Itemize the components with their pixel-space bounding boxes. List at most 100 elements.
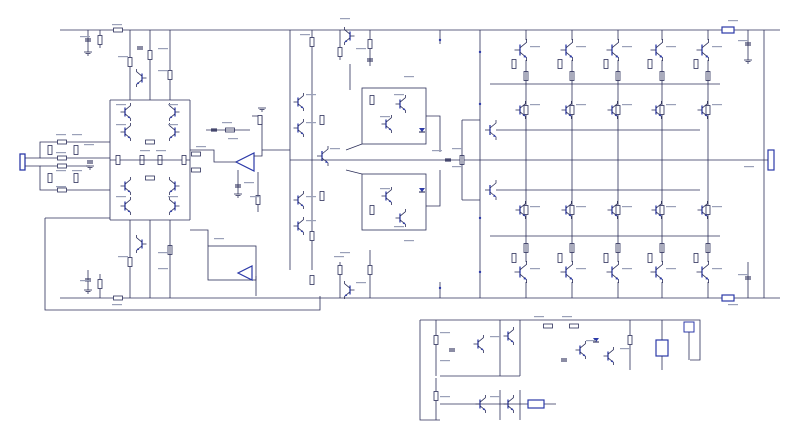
resistor (255, 195, 261, 205)
wire (701, 201, 708, 209)
resistor (367, 265, 373, 275)
resistor (319, 115, 325, 125)
emitter-arrow (704, 214, 708, 217)
wire (489, 180, 497, 189)
resistor (309, 275, 315, 285)
wire (607, 347, 614, 355)
wire (426, 115, 441, 152)
servo-opamp (190, 107, 266, 296)
ref-designator-mark (530, 46, 540, 48)
resistor (523, 205, 529, 215)
emitter-arrow (169, 116, 173, 119)
output-device-bottom (557, 160, 586, 298)
input-connector-icon (19, 153, 26, 171)
wire (701, 39, 709, 49)
wire (321, 146, 329, 155)
wire (252, 115, 263, 157)
ref-designator-mark (112, 24, 122, 26)
mid-feedback (346, 30, 480, 298)
ref-designator-mark (404, 240, 414, 242)
wire (169, 123, 176, 131)
emitter-arrow (169, 136, 173, 139)
ref-designator-mark (228, 138, 238, 140)
resistor (309, 231, 315, 241)
output-device-top (693, 30, 722, 160)
ref-designator-mark (728, 304, 738, 306)
ref-designator-mark (530, 206, 540, 208)
resistor (73, 145, 79, 155)
wire (701, 101, 708, 109)
resistor (367, 39, 373, 49)
wire (519, 39, 527, 49)
ref-designator-mark (156, 150, 166, 152)
emitter-arrow (169, 190, 173, 193)
emitter-arrow (522, 214, 526, 217)
ref-designator-mark (118, 256, 128, 258)
ref-designator-mark (118, 56, 128, 58)
ref-designator-mark (666, 46, 676, 48)
ref-designator-mark (116, 104, 126, 106)
resistor (569, 205, 575, 215)
resistor (73, 173, 79, 183)
ref-designator-mark (214, 238, 224, 240)
wire (399, 209, 406, 217)
ref-designator-mark (140, 150, 150, 152)
ref-designator-mark (562, 316, 572, 318)
wire (190, 229, 209, 246)
ref-designator-mark (300, 34, 310, 36)
emitter-arrow (493, 194, 496, 197)
resistor (693, 59, 699, 69)
emitter-arrow (522, 114, 526, 117)
ref-designator-mark (622, 206, 632, 208)
resistor (569, 323, 579, 329)
wire (579, 341, 586, 349)
wire (426, 170, 441, 207)
resistor (557, 59, 563, 69)
ref-designator-mark (306, 196, 316, 198)
ref-designator-mark (80, 280, 90, 282)
resistor (145, 139, 155, 145)
ref-designator-mark (432, 150, 442, 152)
wire (655, 101, 662, 109)
resistor (309, 37, 315, 47)
emitter-arrow (127, 190, 131, 193)
wire (655, 39, 663, 49)
output-device-bottom (603, 160, 632, 298)
ref-designator-mark (306, 122, 316, 124)
resistor (191, 151, 201, 157)
resistor (57, 163, 67, 169)
emitter-arrow (300, 204, 304, 207)
resistor (603, 59, 609, 69)
resistor (647, 253, 653, 263)
wire (385, 115, 392, 123)
ref-designator-mark (340, 252, 350, 254)
wire (519, 261, 527, 271)
ref-designator-mark (620, 348, 630, 350)
ref-designator-mark (334, 256, 344, 258)
emitter-arrow (402, 222, 406, 225)
wire (507, 327, 514, 335)
resistor (693, 253, 699, 263)
ref-designator-mark (84, 144, 94, 146)
junction-dot (478, 216, 482, 220)
ref-designator-mark (452, 166, 462, 168)
emitter-arrow (300, 230, 304, 233)
resistor (705, 205, 711, 215)
ref-designator-mark (440, 396, 450, 398)
emitter-arrow (344, 40, 348, 43)
ref-designator-mark (340, 18, 350, 20)
ref-designator-mark (576, 46, 586, 48)
wire (344, 27, 351, 35)
emitter-arrow (704, 114, 708, 117)
ref-designator-mark (576, 268, 586, 270)
emitter-arrow (127, 210, 131, 213)
ref-designator-mark (586, 340, 596, 342)
resistor (627, 335, 633, 345)
ref-designator-mark (622, 46, 632, 48)
emitter-arrow (325, 160, 328, 163)
emitter-arrow (569, 54, 573, 58)
resistor (191, 167, 201, 173)
wire (399, 95, 406, 103)
ref-designator-mark (56, 170, 66, 172)
